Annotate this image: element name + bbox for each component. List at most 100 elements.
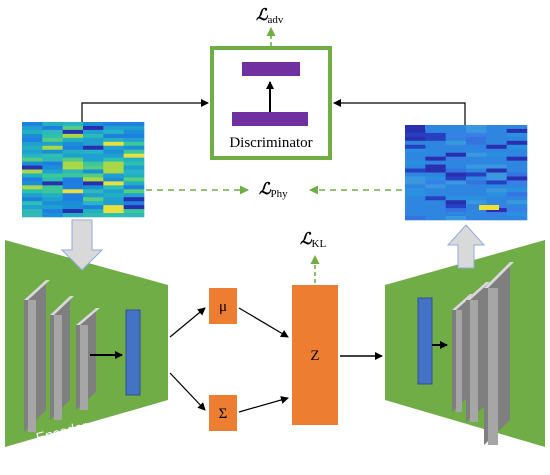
heatmap-cell xyxy=(83,169,104,174)
heatmap-cell xyxy=(103,157,124,162)
heatmap-cell xyxy=(506,144,528,150)
heatmap-cell xyxy=(22,125,43,131)
encoder-latent-bar xyxy=(125,309,141,396)
encoder-block: Encoder xyxy=(5,240,168,447)
heatmap-cell xyxy=(62,125,84,131)
heatmap-cell xyxy=(486,160,507,165)
heatmap-cell xyxy=(103,173,124,178)
heatmap-cell xyxy=(103,181,124,186)
heatmap-cell xyxy=(83,173,104,178)
heatmap-cell xyxy=(486,200,507,205)
heatmap-cell xyxy=(123,125,145,131)
heatmap-cell xyxy=(22,209,43,214)
heatmap-cell xyxy=(83,185,104,190)
heatmap-cell xyxy=(62,153,84,158)
heatmap-cell xyxy=(445,184,467,189)
heatmap-cell xyxy=(83,193,104,198)
heatmap-cell xyxy=(506,160,528,165)
heatmap-cell xyxy=(123,213,145,218)
heatmap-cell xyxy=(123,205,145,210)
heatmap-cell xyxy=(22,201,43,206)
output-heatmap xyxy=(405,125,528,221)
heatmap-cell xyxy=(466,156,487,161)
discriminator-block: Discriminator xyxy=(210,46,332,160)
heatmap-cell xyxy=(42,125,63,131)
heatmap-cell xyxy=(62,161,84,166)
heatmap-cell xyxy=(405,128,426,134)
input-to-encoder-arrow xyxy=(60,219,104,271)
heatmap-cell xyxy=(42,129,63,135)
heatmap-cell xyxy=(466,176,487,181)
heatmap-cell xyxy=(466,204,487,209)
heatmap-cell xyxy=(42,173,63,178)
heatmap-cell xyxy=(123,145,145,151)
heatmap-cell xyxy=(466,160,487,165)
heatmap-cell xyxy=(123,137,145,143)
heatmap-cell xyxy=(103,129,124,135)
heatmap-cell xyxy=(62,145,84,151)
heatmap-cell xyxy=(103,137,124,143)
heatmap-cell xyxy=(42,161,63,166)
heatmap-cell xyxy=(62,181,84,186)
heatmap-cell xyxy=(466,200,487,205)
heatmap-cell xyxy=(83,161,104,166)
heatmap-cell xyxy=(486,148,507,154)
heatmap-cell xyxy=(466,144,487,150)
heatmap-cell xyxy=(83,122,104,127)
heatmap-cell xyxy=(486,168,507,173)
heatmap-cell xyxy=(22,165,43,170)
heatmap-cell xyxy=(466,172,487,177)
heatmap-cell xyxy=(103,185,124,190)
discriminator-top-bar xyxy=(242,62,300,76)
heatmap-cell xyxy=(42,181,63,186)
heatmap-cell xyxy=(445,160,467,165)
heatmap-cell xyxy=(62,129,84,135)
heatmap-cell xyxy=(506,164,528,169)
heatmap-cell xyxy=(42,165,63,170)
mu-to-z-arrow xyxy=(238,307,289,338)
heatmap-cell xyxy=(83,197,104,202)
heatmap-cell xyxy=(103,205,124,210)
heatmap-cell xyxy=(445,196,467,201)
heatmap-cell xyxy=(22,157,43,162)
heatmap-cell xyxy=(486,184,507,189)
heatmap-cell xyxy=(22,169,43,174)
heatmap-cell xyxy=(405,140,426,146)
heatmap-cell xyxy=(506,152,528,157)
heatmap-cell xyxy=(405,172,426,177)
heatmap-cell xyxy=(42,169,63,174)
heatmap-cell xyxy=(506,200,528,205)
heatmap-cell xyxy=(445,140,467,146)
heatmap-cell xyxy=(22,141,43,147)
heatmap-cell xyxy=(83,137,104,143)
heatmap-cell xyxy=(445,164,467,169)
heatmap-cell xyxy=(486,212,507,217)
kl-loss-label: ℒKL xyxy=(300,231,326,250)
heatmap-cell xyxy=(22,149,43,154)
output-to-discriminator-arrow xyxy=(333,99,466,125)
heatmap-cell xyxy=(62,133,84,139)
heatmap-cell xyxy=(83,189,104,194)
mu-label: μ xyxy=(219,299,227,315)
heatmap-cell xyxy=(123,173,145,178)
heatmap-cell xyxy=(506,140,528,146)
heatmap-cell xyxy=(62,201,84,206)
heatmap-cell xyxy=(22,173,43,178)
heatmap-cell xyxy=(445,192,467,197)
heatmap-cell xyxy=(22,189,43,194)
heatmap-cell xyxy=(22,197,43,202)
heatmap-cell xyxy=(425,136,446,142)
heatmap-cell xyxy=(425,156,446,161)
sigma-label: Σ xyxy=(219,406,228,422)
heatmap-cell xyxy=(62,177,84,182)
heatmap-cell xyxy=(466,164,487,169)
heatmap-cell xyxy=(466,132,487,138)
heatmap-cell xyxy=(405,200,426,205)
heatmap-cell xyxy=(506,216,528,221)
heatmap-cell xyxy=(123,129,145,135)
heatmap-cell xyxy=(445,156,467,161)
heatmap-cell xyxy=(506,208,528,213)
heatmap-cell xyxy=(466,152,487,157)
heatmap-cell xyxy=(103,165,124,170)
heatmap-cell xyxy=(83,149,104,154)
